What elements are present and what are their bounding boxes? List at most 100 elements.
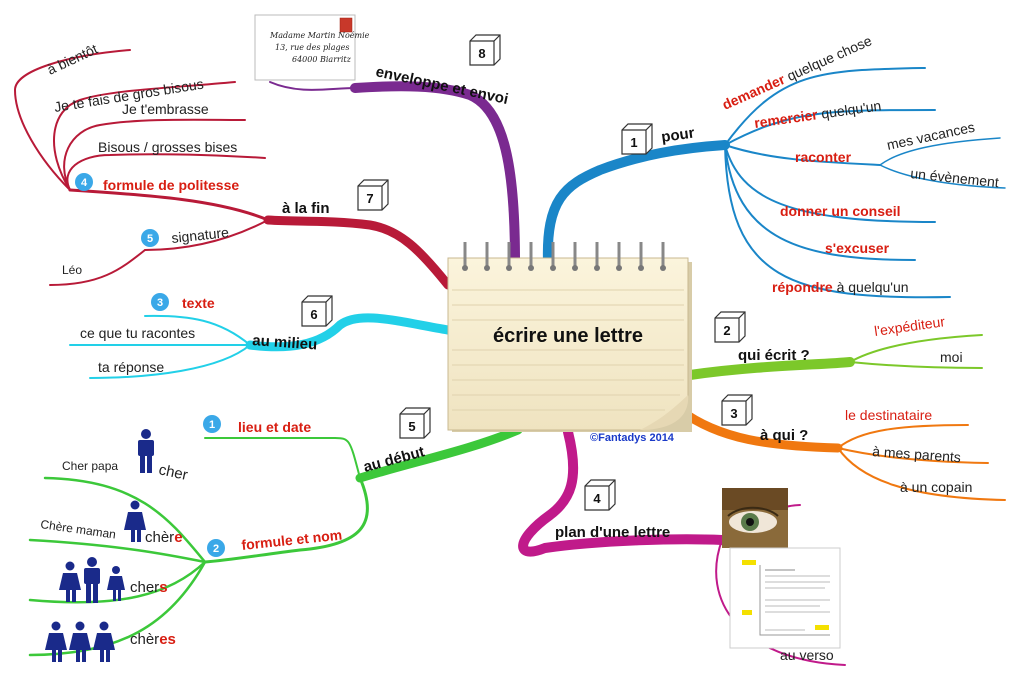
branch-pour-line — [724, 144, 916, 261]
numbered-circle-5: 5 — [141, 229, 159, 247]
pour-item-repondre: répondre à quelqu'un — [772, 279, 909, 295]
pour-sub-un-evenement: un évènement — [910, 165, 1000, 190]
branch-pour-trunk — [542, 140, 730, 267]
branch-pour-line — [724, 144, 881, 166]
number-box-label: 4 — [593, 491, 601, 506]
numbered-circle-label: 3 — [157, 297, 163, 309]
envelope-address-line: 64000 Biarritz — [292, 55, 352, 64]
au-debut-formule-nom: formule et nom — [241, 527, 343, 553]
credit-text: ©Fantadys 2014 — [590, 432, 675, 444]
branch-au-debut-line — [28, 560, 207, 604]
a-la-fin-signature: signature — [171, 224, 230, 246]
branch-au-debut-line — [334, 437, 361, 479]
branch-enveloppe-line — [269, 81, 356, 91]
branch-pour-line — [724, 67, 926, 146]
numbered-circle-3: 3 — [151, 293, 169, 311]
formule-bisous: Bisous / grosses bises — [98, 139, 237, 155]
branch-qui-ecrit — [685, 334, 983, 380]
au-milieu-ce-que-tu-racontes: ce que tu racontes — [80, 325, 195, 341]
branch-a-la-fin-line — [63, 118, 246, 191]
numbered-circle-4: 4 — [75, 173, 93, 191]
pour-item-remercier: remercier quelqu'un — [753, 97, 882, 131]
branch-pour — [542, 67, 1006, 299]
notepad-spiral — [463, 242, 665, 268]
branch-a-la-fin-line — [66, 153, 266, 191]
branch-a-qui — [675, 405, 1006, 501]
branch-qui-ecrit-line — [849, 334, 983, 363]
branch-a-la-fin-line — [13, 49, 131, 191]
number-box-label: 5 — [408, 419, 415, 434]
branch-a-la-fin-line — [53, 81, 236, 191]
branch-pour-line — [724, 144, 951, 299]
greeting-example-maman: Chère maman — [40, 517, 117, 541]
formule-je-t-embrasse: Je t'embrasse — [122, 101, 209, 117]
letter-thumbnail — [729, 547, 841, 649]
plan-verso: au verso — [780, 647, 834, 663]
notepad-curl — [640, 395, 689, 430]
au-debut-lieu-date: lieu et date — [238, 419, 311, 435]
branch-a-la-fin-line — [49, 249, 146, 286]
formule-a-bientot: à bientôt — [45, 40, 101, 77]
numbered-circle-1: 1 — [203, 415, 221, 433]
envelope-address-line: 13, rue des plages — [275, 43, 349, 52]
branch-pour-line — [879, 164, 1006, 189]
number-box-label: 3 — [730, 406, 737, 421]
branch-au-milieu-trunk — [245, 313, 453, 352]
branch-label-au-milieu: au milieu — [252, 332, 318, 353]
branch-qui-ecrit-trunk — [685, 357, 855, 380]
center-title: écrire une lettre — [493, 325, 643, 347]
number-box-1: 1 — [621, 123, 653, 155]
number-box-label: 1 — [630, 135, 637, 150]
greeting-cher: cher — [157, 461, 189, 484]
envelope-image: Madame Martin Noémie 13, rue des plages … — [254, 14, 370, 81]
branch-a-qui-line — [837, 424, 969, 449]
branch-label-a-la-fin: à la fin — [282, 200, 330, 217]
numbered-circle-label: 4 — [81, 177, 88, 189]
branch-au-debut-trunk — [355, 425, 523, 483]
a-la-fin-signature-name: Léo — [62, 263, 82, 277]
a-qui-copain: à un copain — [900, 479, 972, 495]
number-box-label: 7 — [366, 191, 373, 206]
envelope-address-line: Madame Martin Noémie — [269, 31, 370, 40]
number-box-2: 2 — [714, 311, 746, 343]
branch-pour-line — [879, 137, 1001, 166]
numbered-circle-label: 1 — [209, 419, 215, 431]
branch-pour-line — [724, 109, 936, 146]
eye-photo — [722, 488, 788, 548]
pour-item-s-excuser: s'excuser — [825, 240, 890, 256]
branch-au-milieu — [69, 313, 453, 379]
branch-enveloppe-trunk — [350, 81, 520, 267]
branch-plan-trunk — [518, 427, 727, 557]
center-notepad: écrire une lettre — [447, 242, 692, 432]
number-box-6: 6 — [301, 295, 333, 327]
man-icon — [138, 429, 154, 473]
branch-label-qui-ecrit: qui écrit ? — [738, 347, 810, 364]
branch-au-debut-line — [203, 476, 369, 564]
branch-enveloppe — [269, 81, 520, 267]
pour-item-raconter: raconter — [795, 149, 852, 165]
number-box-4: 4 — [584, 479, 616, 511]
branch-a-qui-trunk — [675, 405, 843, 453]
branch-label-a-qui: à qui ? — [760, 427, 808, 444]
a-qui-parents: à mes parents — [872, 443, 962, 465]
branch-au-debut-line — [43, 476, 207, 564]
number-box-5: 5 — [399, 407, 431, 439]
greeting-chers: chers — [130, 579, 168, 596]
greeting-example-papa: Cher papa — [62, 459, 118, 473]
woman-icon — [124, 500, 146, 542]
pour-item-donner-conseil: donner un conseil — [780, 203, 901, 219]
parents-icon — [59, 557, 125, 603]
notepad-lines — [452, 289, 684, 411]
branch-qui-ecrit-line — [849, 361, 983, 369]
branch-label-pour: pour — [660, 124, 696, 145]
branch-au-milieu-line — [144, 314, 251, 346]
notepad-holes — [462, 265, 666, 271]
number-box-8: 8 — [469, 34, 501, 66]
greeting-chere: chère — [145, 529, 183, 546]
branch-au-milieu-line — [89, 344, 251, 379]
number-box-label: 6 — [310, 307, 317, 322]
stamp-icon — [339, 17, 353, 33]
branch-au-debut-line — [28, 538, 207, 564]
branch-a-la-fin-trunk — [263, 215, 453, 290]
